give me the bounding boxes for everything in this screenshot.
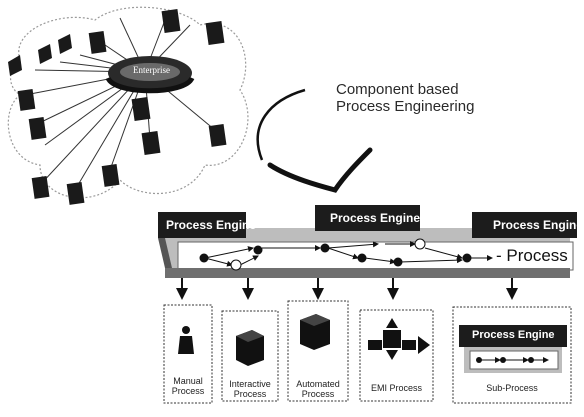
process-engine-band (158, 205, 577, 278)
manual-process-label: Manual Process (171, 376, 205, 396)
interactive-process-label: Interactive Process (229, 379, 271, 399)
flow-node (230, 259, 242, 271)
automated-process-label: Automated Process (296, 379, 340, 399)
caption-line-1: Component based (336, 81, 459, 98)
network-node (31, 175, 50, 199)
flow-node (199, 253, 209, 263)
network-cloud (7, 6, 249, 199)
sub-engine-title: Process Engine (472, 329, 555, 341)
engine-title-2: Process Engine (330, 211, 421, 225)
diagram-caption: Component based Process Engineering (336, 81, 474, 115)
process-label: - Process (496, 246, 568, 265)
network-nodes (8, 8, 227, 205)
emi-process-label: EMI Process (370, 383, 422, 393)
interactive-process-box (221, 310, 279, 402)
engine-tab (315, 205, 420, 231)
flow-node (357, 253, 367, 263)
sub-process-box (452, 306, 572, 404)
network-node (58, 34, 72, 54)
person-icon (178, 326, 194, 354)
network-node (88, 30, 107, 54)
engine-title-3: Process Engine (493, 218, 584, 232)
network-node (131, 96, 151, 122)
flow-nodes (199, 238, 493, 271)
transform-arrow (256, 88, 373, 193)
engine-tab (472, 212, 577, 238)
enterprise-ring (105, 56, 195, 94)
network-node (205, 20, 225, 46)
network-node (66, 181, 85, 205)
engine-title-1: Process Engine (166, 218, 257, 232)
caption-line-2: Process Engineering (336, 98, 475, 115)
connector-cluster-icon (368, 318, 430, 360)
cube-icon (236, 330, 264, 366)
network-node (161, 8, 181, 34)
emi-process-box (359, 309, 434, 402)
network-spokes (24, 17, 216, 191)
mini-process-engine (459, 325, 567, 373)
network-node (8, 55, 22, 76)
network-node (208, 123, 227, 147)
sub-process-label: Sub-Process (486, 383, 538, 393)
flow-node (320, 243, 330, 253)
cube-icon (300, 314, 330, 350)
network-node (38, 44, 52, 64)
down-arrows (176, 278, 518, 300)
automated-process-box (287, 300, 349, 402)
flow-node (393, 257, 403, 267)
network-node (28, 116, 47, 140)
flow-node (462, 253, 472, 263)
flow-node (414, 238, 426, 250)
engine-tab (158, 212, 246, 238)
network-node (141, 130, 161, 156)
enterprise-label: Enterprise (133, 65, 170, 75)
enterprise-network (7, 6, 249, 205)
network-node (17, 88, 36, 111)
network-node (101, 163, 120, 187)
sub-process-boxes (163, 300, 572, 404)
flow-node (253, 245, 263, 255)
manual-process-box (163, 304, 213, 404)
